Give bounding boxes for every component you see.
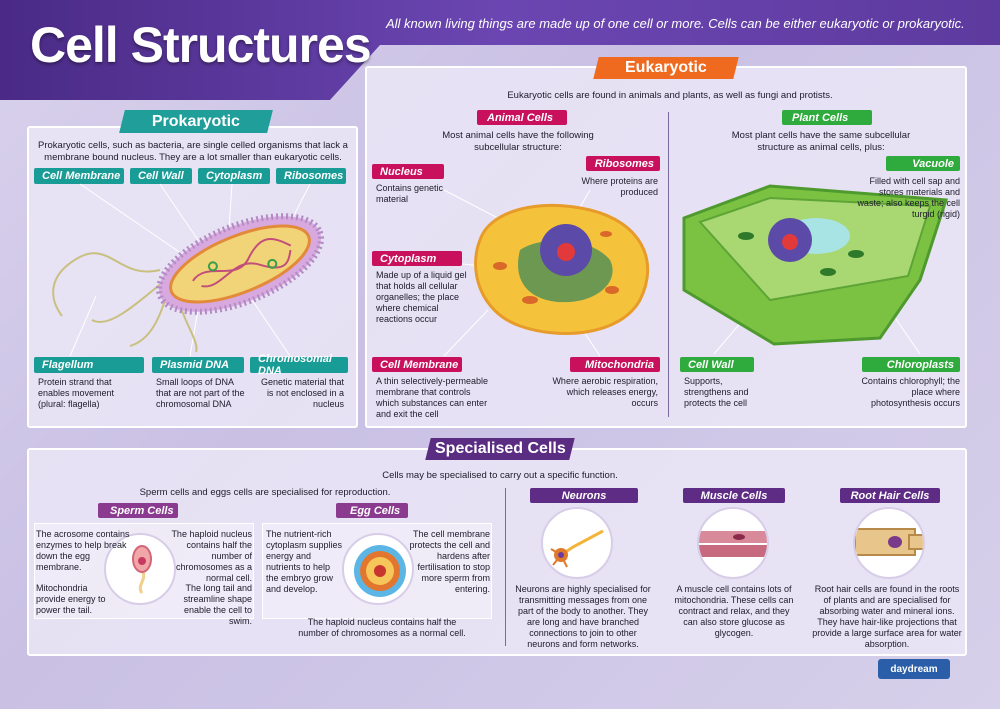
page-title: Cell Structures xyxy=(30,17,372,73)
membrane-note: A thin selectively-permeable membrane th… xyxy=(376,376,489,419)
root-hair-note: Root hair cells are found in the roots o… xyxy=(812,584,962,649)
root-hair-image xyxy=(853,507,925,579)
tag-cell-wall: Cell Wall xyxy=(130,168,192,184)
sperm-mitochondria-note: Mitochondria provide energy to power the… xyxy=(36,583,106,615)
tag-sperm-cells: Sperm Cells xyxy=(98,503,178,518)
plant-description: Most plant cells have the same subcellul… xyxy=(731,130,911,153)
tag-plant-cells: Plant Cells xyxy=(782,110,872,125)
tag-root-hair-cells: Root Hair Cells xyxy=(840,488,940,503)
plasmid-note: Small loops of DNA that are not part of … xyxy=(156,377,245,409)
vacuole-note: Filled with cell sap and stores material… xyxy=(857,176,960,219)
ribosomes-note: Where proteins are produced xyxy=(581,176,658,197)
bacterium-illustration xyxy=(52,183,324,357)
egg-membrane-note: The cell membrane protects the cell and … xyxy=(409,529,490,594)
egg-image xyxy=(342,533,414,605)
chloroplasts-note: Contains chlorophyll; the place where ph… xyxy=(861,376,960,408)
tag-nucleus: Nucleus xyxy=(372,164,444,179)
intro-text: All known living things are made up of o… xyxy=(386,16,965,31)
flagellum-note: Protein strand that enables movement (pl… xyxy=(38,377,115,409)
specialised-banner: Specialised Cells xyxy=(425,438,575,460)
tag-egg-cells: Egg Cells xyxy=(336,503,408,518)
specialised-panel xyxy=(27,448,967,656)
brand-logo: daydream xyxy=(878,659,950,679)
tag-ribosomes: Ribosomes xyxy=(276,168,346,184)
tag-cell-membrane-animal: Cell Membrane xyxy=(372,357,462,372)
nucleus-note: Contains genetic material xyxy=(376,183,444,204)
sperm-tail-note: The long tail and streamline shape enabl… xyxy=(183,583,252,626)
egg-nucleus-note: The haploid nucleus contains half the nu… xyxy=(298,617,466,638)
chromosomal-note: Genetic material that is not enclosed in… xyxy=(260,377,344,409)
tag-cell-membrane: Cell Membrane xyxy=(34,168,124,184)
tag-vacuole: Vacuole xyxy=(886,156,960,171)
eukaryotic-description: Eukaryotic cells are found in animals an… xyxy=(507,90,833,101)
tag-cytoplasm: Cytoplasm xyxy=(198,168,270,184)
muscle-note: A muscle cell contains lots of mitochond… xyxy=(674,584,794,638)
tag-mitochondria: Mitochondria xyxy=(570,357,660,372)
sperm-image xyxy=(104,533,176,605)
tag-plasmid-dna: Plasmid DNA xyxy=(152,357,244,373)
animal-description: Most animal cells have the following sub… xyxy=(442,130,594,153)
eukaryotic-divider xyxy=(668,112,669,417)
tag-muscle-cells: Muscle Cells xyxy=(683,488,785,503)
tag-flagellum: Flagellum xyxy=(34,357,144,373)
neuron-image xyxy=(541,507,613,579)
acrosome-note: The acrosome contains enzymes to help br… xyxy=(36,529,130,572)
cell-wall-note: Supports, strengthens and protects the c… xyxy=(684,376,749,408)
tag-cell-wall-plant: Cell Wall xyxy=(680,357,754,372)
muscle-image xyxy=(697,507,769,579)
reproduction-description: Sperm cells and eggs cells are specialis… xyxy=(139,487,391,498)
prokaryotic-description: Prokaryotic cells, such as bacteria, are… xyxy=(38,140,348,163)
egg-cytoplasm-note: The nutrient-rich cytoplasm supplies ene… xyxy=(266,529,343,594)
mitochondria-note: Where aerobic respiration, which release… xyxy=(552,376,658,408)
tag-animal-cells: Animal Cells xyxy=(477,110,567,125)
specialised-divider xyxy=(505,488,506,646)
tag-cytoplasm-animal: Cytoplasm xyxy=(372,251,462,266)
neurons-note: Neurons are highly specialised for trans… xyxy=(515,584,651,649)
tag-ribosomes-animal: Ribosomes xyxy=(586,156,660,171)
specialised-description: Cells may be specialised to carry out a … xyxy=(382,470,618,481)
tag-neurons: Neurons xyxy=(530,488,638,503)
cytoplasm-note: Made up of a liquid gel that holds all c… xyxy=(376,270,467,324)
sperm-haploid-note: The haploid nucleus contains half the nu… xyxy=(171,529,252,583)
tag-chloroplasts: Chloroplasts xyxy=(862,357,960,372)
